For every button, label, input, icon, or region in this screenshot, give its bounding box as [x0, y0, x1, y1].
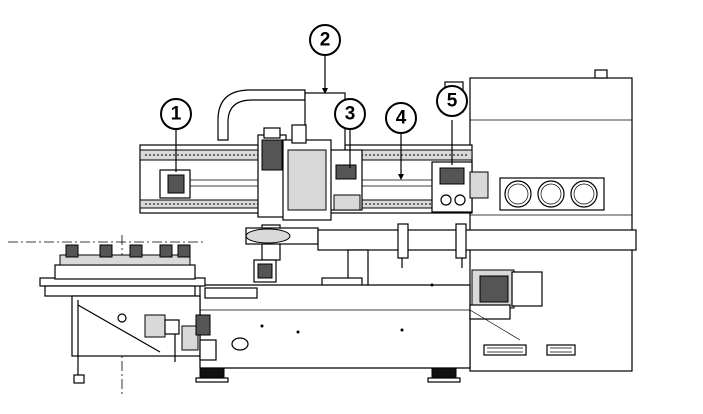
cable-loop [217, 89, 306, 141]
callout-2: 2 [309, 24, 341, 56]
callout-4-circle [385, 102, 417, 134]
gauge-1-icon [504, 180, 532, 208]
callout-3-circle [334, 98, 366, 130]
callout-2-circle [309, 24, 341, 56]
callout-4: 4 [385, 102, 417, 134]
machine-feet [195, 367, 461, 383]
callout-4-label: 4 [396, 108, 407, 129]
gauge-2-icon [537, 180, 565, 208]
gauge-3-icon [570, 180, 598, 208]
spindle-head [245, 124, 332, 283]
callout-5-circle [436, 85, 468, 117]
callout-5: 5 [436, 85, 468, 117]
carriage [329, 130, 363, 211]
pneumatic-cluster [144, 314, 217, 362]
callout-1-label: 1 [171, 104, 182, 125]
callout-2-label: 2 [320, 30, 331, 51]
rail-end-bracket [159, 130, 191, 199]
callout-1: 1 [160, 98, 192, 130]
work-table [39, 244, 206, 384]
callout-1-circle [160, 98, 192, 130]
base-frame [199, 283, 521, 369]
right-cabinet [469, 69, 633, 372]
callout-4-arrow [398, 174, 404, 180]
horizontal-arm [317, 223, 637, 291]
callout-3: 3 [334, 98, 366, 130]
callout-3-label: 3 [345, 104, 356, 125]
callout-5-label: 5 [447, 91, 458, 112]
